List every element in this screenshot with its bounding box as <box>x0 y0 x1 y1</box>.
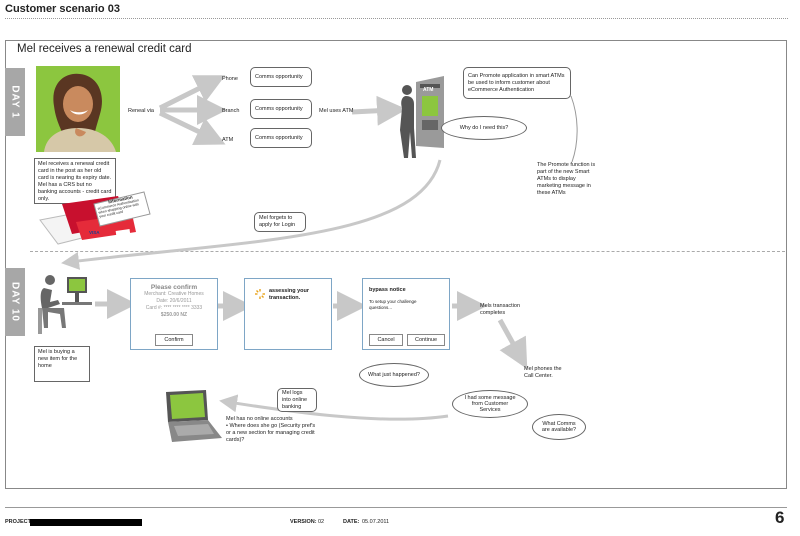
cancel-button[interactable]: Cancel <box>369 334 403 346</box>
version-label: VERSION: <box>290 519 317 525</box>
confirm-screen: Please confirm Merchant: Creative Homes … <box>130 278 218 350</box>
day-10-tab: DAY 10 <box>5 268 25 336</box>
comms-opportunity-atm: Comms opportunity <box>250 128 312 148</box>
card-brand: Westpac <box>40 208 59 213</box>
assessing-text: assessing your transaction. <box>269 288 310 301</box>
arrow-to-phone <box>158 75 226 111</box>
title-divider <box>5 18 788 19</box>
confirm-title: Please confirm <box>150 284 198 291</box>
reneal-via-label: Reneal via <box>128 108 154 114</box>
project-redaction <box>30 519 142 526</box>
transaction-completes-label: Mels transaction completes <box>480 303 521 316</box>
forgets-login-box: Mel forgets to apply for Login <box>254 212 306 232</box>
confirm-merchant: Merchant: Creative Homes <box>144 291 204 297</box>
bypass-screen: bypass notice To setup your challenge qu… <box>362 278 450 350</box>
confirm-amount: $250.00 NZ <box>160 312 188 318</box>
channel-atm-label: ATM <box>222 137 234 143</box>
confirm-card-number: Card #: **** **** **** 3333 <box>145 305 203 311</box>
scenario-heading: Mel receives a renewal credit card <box>17 43 192 55</box>
day10-caption: Mel is buying a new item for the home <box>38 349 78 369</box>
day-1-tab: DAY 1 <box>5 68 25 136</box>
arrow-to-callcenter <box>497 318 528 370</box>
mel-photo <box>36 66 120 152</box>
confirm-button[interactable]: Confirm <box>155 334 193 346</box>
continue-button[interactable]: Continue <box>407 334 445 346</box>
atm-sign: ATM <box>423 87 434 93</box>
day1-caption-box: Mel receives a renewal credit card in th… <box>34 158 116 204</box>
arrow-forgets <box>61 159 442 270</box>
laptop-illustration <box>166 390 222 442</box>
visa-logo: VISA <box>89 230 100 235</box>
comms-opportunity-branch: Comms opportunity <box>250 99 312 119</box>
date-label: DATE: <box>343 519 360 525</box>
promote-note: The Promote function is part of the new … <box>537 162 596 196</box>
bypass-text: To setup your challenge questions... <box>369 299 417 310</box>
bypass-title: bypass notice <box>369 287 406 293</box>
credit-card-illustration <box>39 191 151 245</box>
promote-connector <box>570 95 578 163</box>
why-thought-bubble: Why do I need this? <box>441 116 527 140</box>
version-value: 02 <box>318 519 325 525</box>
arrow-to-atm-user <box>351 95 407 126</box>
message-bubble: I had some message from Customer Service… <box>452 390 528 418</box>
page-number: 6 <box>775 508 785 527</box>
phones-call-center-label: Mel phones the Call Center. <box>524 366 562 379</box>
what-happened-bubble: What just happened? <box>359 363 429 387</box>
arrow-to-atm <box>158 110 226 146</box>
day10-caption-box: Mel is buying a new item for the home <box>34 346 90 382</box>
comms-opportunity-phone: Comms opportunity <box>250 67 312 87</box>
confirm-date: Date: 20/6/2011 <box>156 298 192 304</box>
arrow-to-laptop <box>219 394 449 421</box>
day1-caption: Mel receives a renewal credit card in th… <box>38 161 112 202</box>
no-accounts-label: Mel has no online accounts <box>226 416 293 422</box>
person-at-computer-illustration <box>38 275 92 334</box>
channel-branch-label: Branch <box>222 108 240 114</box>
atm-illustration <box>400 76 444 158</box>
what-comms-bubble: What Comms are available? <box>532 414 586 440</box>
assessing-screen: assessing your transaction. <box>244 278 332 350</box>
scenario-frame <box>5 40 787 489</box>
project-label: PROJECT <box>5 519 31 525</box>
logs-in-box: Mel logs into online banking <box>277 388 317 412</box>
promote-question-box: Can Promote application in smart ATMs be… <box>463 67 571 99</box>
page-title: Customer scenario 03 <box>5 3 120 15</box>
date-value: 05.07.2011 <box>362 519 390 525</box>
day-divider <box>30 251 785 252</box>
mel-uses-atm-label: Mel uses ATM <box>319 108 354 114</box>
where-does-she-go-bullet: • Where does she go (Security pref's or … <box>226 423 316 443</box>
channel-phone-label: Phone <box>222 76 238 82</box>
footer-divider <box>5 507 787 508</box>
loading-spinner-icon <box>255 289 265 299</box>
